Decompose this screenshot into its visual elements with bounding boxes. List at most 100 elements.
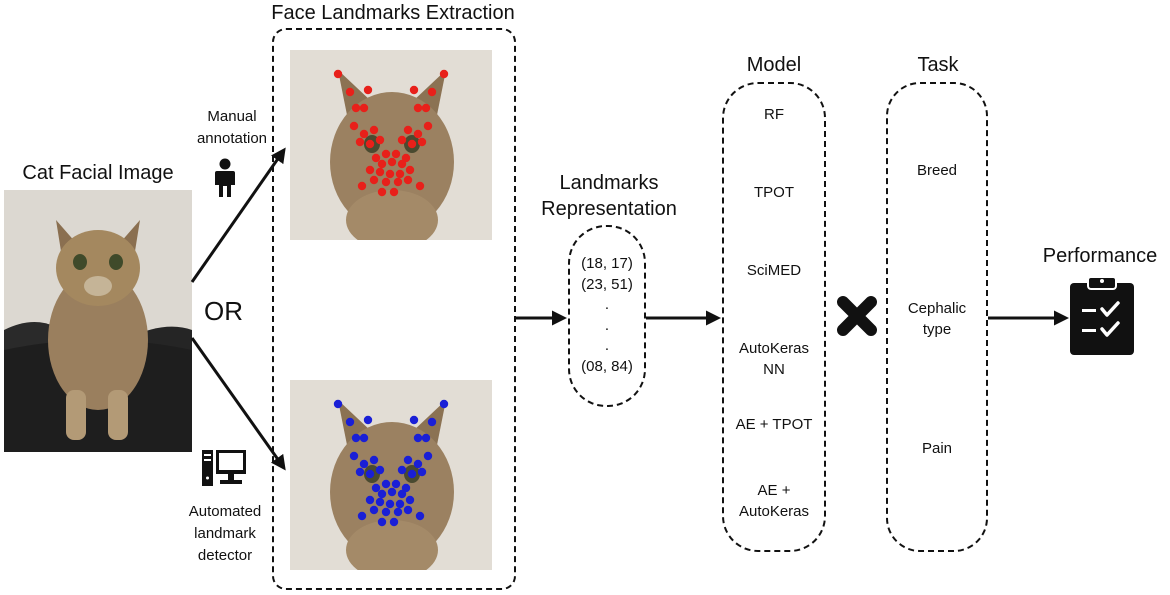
title-representation-line1: Landmarks xyxy=(559,172,659,194)
manual-landmark-dot xyxy=(359,103,369,113)
computer-icon xyxy=(202,450,246,486)
manual-landmark-dot xyxy=(413,103,423,113)
model-label-2: AutoKeras xyxy=(738,503,810,520)
task-label: Breed xyxy=(916,162,958,179)
manual-landmark-dot xyxy=(405,165,415,175)
model-label: SciMED xyxy=(746,262,802,279)
manual-landmark-dot xyxy=(371,153,381,163)
person-icon xyxy=(215,158,235,197)
auto-landmark-dot xyxy=(377,517,387,527)
task-item-cephalic-type: Cephalic type xyxy=(888,298,986,340)
task-item-pain: Pain xyxy=(888,438,986,459)
auto-landmark-dot xyxy=(377,489,387,499)
coord-1: (18, 17) xyxy=(581,255,633,272)
title-performance: Performance xyxy=(1042,245,1158,267)
auto-landmark-dot xyxy=(427,417,437,427)
title-extraction: Face Landmarks Extraction xyxy=(271,2,515,24)
title-representation: Landmarks Representation xyxy=(524,170,694,222)
auto-landmark-dot xyxy=(359,459,369,469)
arrow-to-manual xyxy=(190,147,286,283)
task-label: Pain xyxy=(921,440,953,457)
model-item-ae-autokeras: AE + AutoKeras xyxy=(724,480,824,522)
auto-landmark-dot xyxy=(371,483,381,493)
auto-landmark-dot xyxy=(385,499,395,509)
manual-landmark-dot xyxy=(365,139,375,149)
auto-landmark-dot xyxy=(395,499,405,509)
manual-landmark-dot xyxy=(423,121,433,131)
manual-landmark-dot xyxy=(349,121,359,131)
manual-landmark-dot xyxy=(387,157,397,167)
manual-landmark-dot xyxy=(381,149,391,159)
manual-landmark-dots xyxy=(333,69,449,197)
auto-landmark-dot xyxy=(363,415,373,425)
auto-landmark-dot xyxy=(387,487,397,497)
manual-landmark-dot xyxy=(401,153,411,163)
auto-landmark-dot xyxy=(397,465,407,475)
auto-landmark-dot xyxy=(421,433,431,443)
manual-landmark-dot xyxy=(389,187,399,197)
title-model: Model xyxy=(746,54,802,76)
auto-landmark-dot xyxy=(369,505,379,515)
automated-line1: Automated xyxy=(188,503,262,520)
manual-landmark-dot xyxy=(351,103,361,113)
auto-cat-drawing xyxy=(290,380,492,570)
cross-icon xyxy=(837,296,877,336)
model-box: RF TPOT SciMED AutoKeras NN AE + TPOT AE… xyxy=(722,82,826,552)
auto-landmark-dot xyxy=(409,415,419,425)
model-label: TPOT xyxy=(754,184,794,201)
cat-photo-drawing xyxy=(4,190,192,452)
auto-landmark-dot xyxy=(397,489,407,499)
model-item-ae-tpot: AE + TPOT xyxy=(724,414,824,435)
model-item-tpot: TPOT xyxy=(724,182,824,203)
manual-landmark-dot xyxy=(345,87,355,97)
coord-ellipsis-3: . xyxy=(604,337,610,354)
automated-line2: landmark xyxy=(194,525,256,542)
coords-list: (18, 17) (23, 51) . . . (08, 84) xyxy=(568,254,646,377)
auto-landmark-dot xyxy=(375,465,385,475)
coord-2: (23, 51) xyxy=(581,275,633,293)
task-box: Breed Cephalic type Pain xyxy=(886,82,988,552)
arrow-to-automated xyxy=(190,337,286,471)
manual-landmark-dot xyxy=(363,85,373,95)
manual-landmark-dot xyxy=(375,135,385,145)
representation-box xyxy=(568,225,646,407)
automated-annotated-cat-image xyxy=(290,380,492,570)
manual-line2: annotation xyxy=(196,130,268,147)
auto-landmark-dot xyxy=(359,433,369,443)
extraction-box xyxy=(272,28,516,590)
cat-facial-image xyxy=(4,190,192,452)
manual-landmark-dot xyxy=(421,103,431,113)
manual-landmark-dot xyxy=(397,159,407,169)
auto-landmark-dot xyxy=(349,451,359,461)
clipboard-check-icon xyxy=(1070,276,1134,355)
auto-landmark-dot xyxy=(413,459,423,469)
auto-landmark-dot xyxy=(389,517,399,527)
auto-landmark-dot xyxy=(413,433,423,443)
auto-landmark-dot xyxy=(439,399,449,409)
manual-landmark-dot xyxy=(403,175,413,185)
automated-line3: detector xyxy=(197,547,253,564)
manual-annotated-cat-image xyxy=(290,50,492,240)
manual-landmark-dot xyxy=(393,177,403,187)
model-item-rf: RF xyxy=(724,104,824,125)
auto-landmark-dot xyxy=(345,417,355,427)
model-item-autokeras-nn: AutoKeras NN xyxy=(724,338,824,380)
coord-ellipsis-1: . xyxy=(604,296,610,313)
auto-landmark-dot xyxy=(403,505,413,515)
auto-landmark-dot xyxy=(423,451,433,461)
auto-landmark-dot xyxy=(369,455,379,465)
auto-landmark-dot xyxy=(351,433,361,443)
coord-ellipsis-2: . xyxy=(604,316,610,334)
manual-landmark-dot xyxy=(409,85,419,95)
manual-landmark-dot xyxy=(369,125,379,135)
manual-landmark-dot xyxy=(415,181,425,191)
task-label: Cephalic xyxy=(907,300,967,317)
manual-landmark-dot xyxy=(359,129,369,139)
auto-landmark-dot xyxy=(415,511,425,521)
model-item-scimed: SciMED xyxy=(724,260,824,281)
manual-landmark-dot xyxy=(357,181,367,191)
auto-landmark-dot xyxy=(391,479,401,489)
auto-landmark-dot xyxy=(333,399,343,409)
manual-landmark-dot xyxy=(385,169,395,179)
auto-landmark-dot xyxy=(375,497,385,507)
